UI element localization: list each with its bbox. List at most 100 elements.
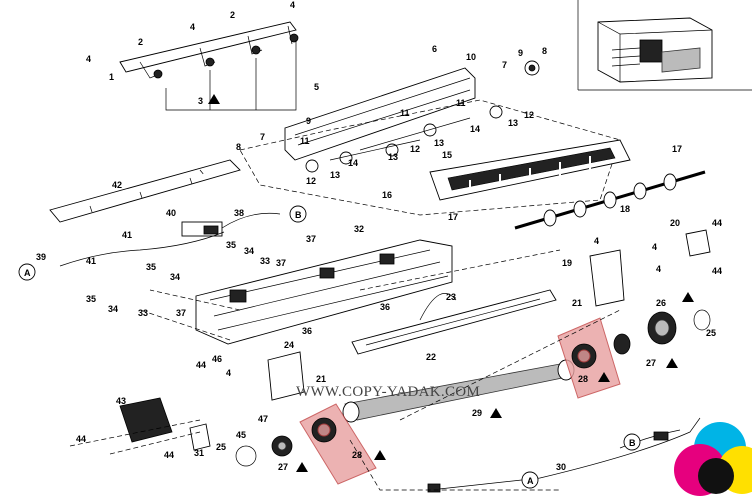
callout: 22: [426, 352, 436, 362]
callout: 3: [198, 96, 203, 106]
callout: 5: [314, 82, 319, 92]
callout: 46: [212, 354, 222, 364]
callout: 12: [306, 176, 316, 186]
ribbed-guide: [429, 139, 631, 201]
top-bracket-assembly: [119, 21, 299, 111]
assembly-guide-lines: [139, 169, 621, 491]
upper-frame: [239, 60, 621, 216]
svg-text:B: B: [295, 210, 302, 220]
roller-shaft-18: [514, 170, 706, 230]
callout: 9: [306, 116, 311, 126]
callout: 36: [302, 326, 312, 336]
side-plate-42: [49, 159, 241, 223]
callout: 13: [508, 118, 518, 128]
connector-B2: B: [623, 433, 641, 451]
callout-labels: 1 2 2 3 4 4 4 5 6 7 7 8 8 9 9 10 11 11 1…: [36, 0, 722, 472]
callout: 41: [86, 256, 96, 266]
lower-left-assembly: [69, 351, 305, 467]
callout: 28: [578, 374, 588, 384]
callout: 17: [448, 212, 458, 222]
callout: 25: [216, 442, 226, 452]
right-bracket-19: [589, 229, 711, 355]
callout: 37: [276, 258, 286, 268]
callout: 37: [306, 234, 316, 244]
bearing-28-highlight-left: [299, 403, 377, 485]
callout: 30: [556, 462, 566, 472]
callout: 4: [652, 242, 657, 252]
callout: 27: [278, 462, 288, 472]
wire-harness: [59, 212, 281, 267]
svg-text:A: A: [24, 268, 31, 278]
callout: 31: [194, 448, 204, 458]
svg-text:A: A: [527, 476, 534, 486]
callout: 14: [470, 124, 480, 134]
callout: 43: [116, 396, 126, 406]
callout: 32: [354, 224, 364, 234]
callout: 4: [190, 22, 195, 32]
callout: 4: [86, 54, 91, 64]
svg-text:B: B: [629, 438, 636, 448]
callout: 39: [36, 252, 46, 262]
callout: 44: [164, 450, 174, 460]
callout: 44: [196, 360, 206, 370]
callout: 11: [456, 98, 466, 108]
lower-rail-22: [351, 289, 557, 355]
callout: 45: [236, 430, 246, 440]
callout: 13: [434, 138, 444, 148]
callout: 44: [712, 266, 722, 276]
callout: 4: [594, 236, 599, 246]
callout: 44: [712, 218, 722, 228]
callout: 11: [400, 108, 410, 118]
callout: 8: [236, 142, 241, 152]
cable-30: [427, 417, 701, 493]
callout: 2: [138, 37, 143, 47]
callout: 33: [138, 308, 148, 318]
callout: 13: [330, 170, 340, 180]
callout: 38: [234, 208, 244, 218]
watermark-text: WWW.COPY-YADAK.COM: [296, 384, 480, 400]
callout: 27: [646, 358, 656, 368]
bearing-28-highlight-right: [557, 317, 621, 399]
callout: 12: [524, 110, 534, 120]
callout: 4: [226, 368, 231, 378]
callout: 34: [244, 246, 254, 256]
callout: 14: [348, 158, 358, 168]
callout: 42: [112, 180, 122, 190]
callout: 34: [108, 304, 118, 314]
callout: 40: [166, 208, 176, 218]
callout: 28: [352, 450, 362, 460]
callout: 35: [226, 240, 236, 250]
main-frame-32: [195, 239, 453, 345]
callout: 37: [176, 308, 186, 318]
callout: 16: [382, 190, 392, 200]
callout: 47: [258, 414, 268, 424]
new-part-markers: [208, 94, 694, 472]
callout: 11: [300, 136, 310, 146]
callout: 12: [410, 144, 420, 154]
callout: 35: [146, 262, 156, 272]
callout: 41: [122, 230, 132, 240]
callout: 10: [466, 52, 476, 62]
callout: 29: [472, 408, 482, 418]
callout: 7: [502, 60, 507, 70]
callout: 44: [76, 434, 86, 444]
callout: 6: [432, 44, 437, 54]
copier-inset: [577, 0, 752, 91]
connector-A2: A: [521, 471, 539, 489]
callout: 34: [170, 272, 180, 282]
callout: 7: [260, 132, 265, 142]
callout: 2: [230, 10, 235, 20]
callout: 33: [260, 256, 270, 266]
callout: 24: [284, 340, 294, 350]
callout: 13: [388, 152, 398, 162]
callout: 23: [446, 292, 456, 302]
callout: 25: [706, 328, 716, 338]
callout: 26: [656, 298, 666, 308]
callout: 9: [518, 48, 523, 58]
callout: 15: [442, 150, 452, 160]
callout: 19: [562, 258, 572, 268]
callout: 18: [620, 204, 630, 214]
callout: 21: [316, 374, 326, 384]
callout: 21: [572, 298, 582, 308]
